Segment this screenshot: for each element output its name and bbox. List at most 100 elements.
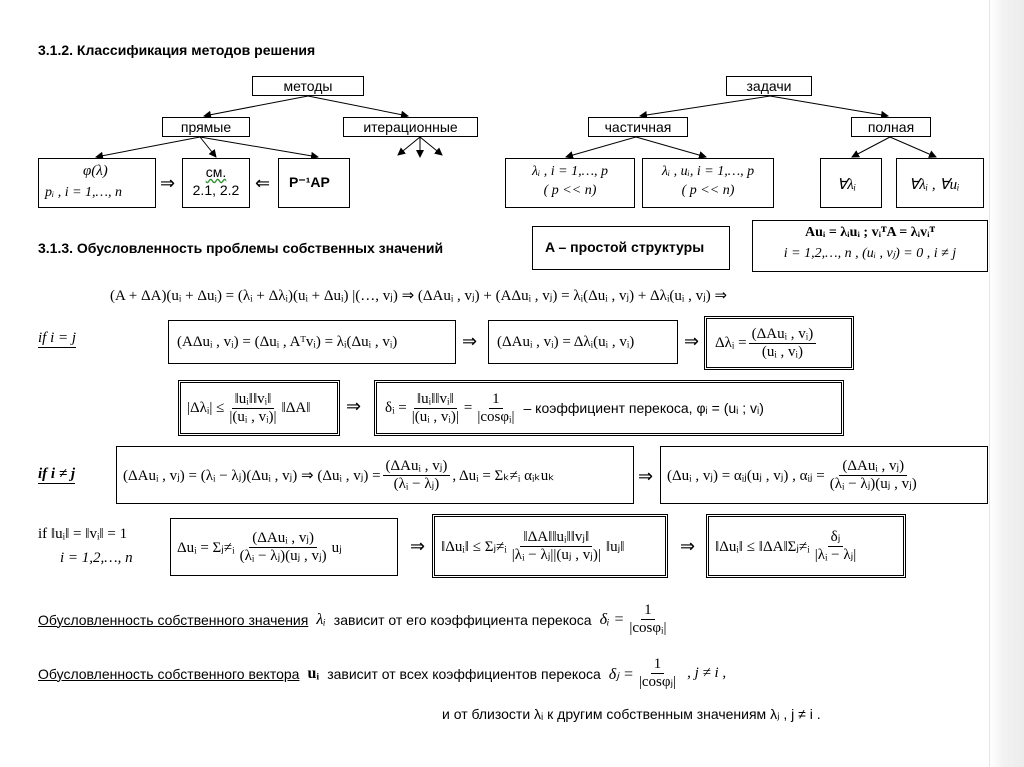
conclusion-eigenvalue-symbol: λᵢ: [316, 610, 326, 628]
leaf-char-poly: φ(λ) pᵢ , i = 1,…, n: [38, 158, 156, 208]
formula-r3-a: (ΔAuᵢ , vⱼ) = (λᵢ − λⱼ)(Δuᵢ , vⱼ) ⇒ (Δuᵢ…: [116, 446, 634, 504]
r3-b-fraction: (ΔAuᵢ , vⱼ)(λᵢ − λⱼ)(uⱼ , vⱼ): [827, 458, 920, 493]
conclusion-proximity: и от близости λᵢ к другим собственным зн…: [442, 706, 821, 722]
r3-a-lhs: (ΔAuᵢ , vⱼ) = (λᵢ − λⱼ)(Δuᵢ , vⱼ) ⇒ (Δuᵢ…: [123, 467, 381, 484]
arrow-r1-1: ⇒: [462, 331, 478, 351]
leaf-partial-values: λᵢ , i = 1,…, p ( p << n): [505, 158, 635, 208]
formula-r1-a: (AΔuᵢ , vᵢ) = (Δuᵢ , Aᵀvᵢ) = λᵢ(Δuᵢ , vᵢ…: [168, 320, 456, 364]
formula-r4-c: ‖Δuᵢ‖ ≤ ‖ΔA‖Σⱼ≠ᵢ δⱼ|λᵢ − λⱼ|: [706, 514, 906, 578]
r4-c-fraction: δⱼ|λᵢ − λⱼ|: [812, 529, 860, 564]
r4-c-den: |λᵢ − λⱼ|: [814, 546, 857, 563]
see-refs: 2.1, 2.2: [192, 182, 240, 198]
leaf-similarity: P⁻¹AP: [278, 158, 350, 208]
leaf-partial-values-cond: ( p << n): [543, 183, 597, 198]
perturbed-equation: (A + ΔA)(uᵢ + Δuᵢ) = (λᵢ + Δλᵢ)(uᵢ + Δuᵢ…: [110, 288, 728, 304]
simple-structure-box: A – простой структуры: [532, 226, 730, 270]
conclusion-eigenvector-lhs: δⱼ =: [608, 665, 634, 683]
conclusion-eigenvalue-title: Обусловленность собственного значения: [38, 611, 309, 628]
p-i-range: pᵢ , i = 1,…, n: [45, 185, 122, 200]
node-full: полная: [851, 117, 931, 137]
leaf-partial-pairs-cond: ( p << n): [681, 183, 735, 198]
r4-b-lhs: ‖Δuᵢ‖ ≤ Σⱼ≠ᵢ: [441, 538, 507, 555]
conclusion-eigenvalue-fraction: 1|cosφᵢ|: [626, 602, 669, 637]
right-edge-shadow: [989, 0, 1024, 767]
section-title-conditioning: 3.1.3. Обусловленность проблемы собствен…: [38, 240, 444, 256]
node-partial: частичная: [588, 117, 688, 137]
r4-b-num: ‖ΔA‖‖uᵢ‖‖vⱼ‖: [520, 529, 593, 547]
formula-r1-b-text: (ΔAuᵢ , vᵢ) = Δλᵢ(uᵢ , vᵢ): [497, 333, 635, 350]
r4-c-lhs: ‖Δuᵢ‖ ≤ ‖ΔA‖Σⱼ≠ᵢ: [715, 538, 810, 555]
arrow-r1-2: ⇒: [684, 331, 700, 351]
leaf-see: см. 2.1, 2.2: [182, 158, 250, 208]
implied-by-arrow: ⇐: [255, 173, 271, 193]
r4-a-fraction: (ΔAuᵢ , vⱼ)(λᵢ − λⱼ)(uⱼ , vⱼ): [237, 530, 330, 565]
skew-num-1: ‖uᵢ‖‖vᵢ‖: [413, 391, 457, 409]
skew-num-2: 1: [489, 391, 503, 409]
formula-r4-a: Δuᵢ = Σⱼ≠ᵢ (ΔAuᵢ , vⱼ)(λᵢ − λⱼ)(uⱼ , vⱼ)…: [170, 518, 398, 576]
r4-a-lhs: Δuᵢ = Σⱼ≠ᵢ: [177, 539, 235, 556]
conclusion-eigenvector-num: 1: [650, 656, 665, 674]
bound-num: ‖uᵢ‖‖vᵢ‖: [231, 391, 275, 409]
r4-a-num: (ΔAuᵢ , vⱼ): [249, 530, 318, 548]
section-title-classification: 3.1.2. Классификация методов решения: [38, 42, 316, 58]
bound-lhs: |Δλᵢ| ≤: [187, 399, 225, 416]
formula-r1-c: Δλᵢ = (ΔAuᵢ , vᵢ)(uᵢ , vᵢ): [704, 316, 854, 370]
skew-fraction-1: ‖uᵢ‖‖vᵢ‖|(uᵢ , vᵢ)|: [409, 391, 462, 426]
r4-b-rhs: ‖uⱼ‖: [605, 538, 625, 555]
r4-a-den: (λᵢ − λⱼ)(uⱼ , vⱼ): [239, 547, 327, 564]
r4-b-den: |λᵢ − λⱼ||(uⱼ , vⱼ)|: [511, 546, 601, 563]
r3-b-den: (λᵢ − λⱼ)(uⱼ , vⱼ): [829, 475, 917, 492]
skew-description: – коэффициент перекоса, φᵢ = (uᵢ ; vᵢ): [523, 400, 764, 416]
conclusion-eigenvalue-num: 1: [641, 602, 655, 620]
case-i-ne-j: if i ≠ j: [38, 466, 75, 484]
leaf-partial-pairs-range: λᵢ , uᵢ, i = 1,…, p: [661, 164, 755, 179]
conclusion-eigenvalue-text: зависит от его коэффициента перекоса: [333, 611, 592, 628]
arrow-r2: ⇒: [346, 396, 362, 416]
node-tasks: задачи: [726, 76, 812, 96]
leaf-full-values: ∀λᵢ: [820, 158, 882, 208]
conclusion-eigenvector-symbol: uᵢ: [307, 664, 320, 682]
all-lambda: ∀λᵢ: [837, 177, 857, 193]
delta-lambda-fraction: (ΔAuᵢ , vᵢ)(uᵢ , vᵢ): [748, 326, 817, 361]
r3-a-den: (λᵢ − λⱼ): [393, 475, 440, 492]
norm-condition: if ‖uᵢ‖ = ‖vᵢ‖ = 1: [38, 526, 128, 542]
conclusion-eigenvalue-den: |cosφᵢ|: [629, 620, 667, 636]
biorthogonality: i = 1,2,…, n , (uᵢ , vⱼ) = 0 , i ≠ j: [783, 246, 957, 261]
conclusion-eigenvalue-lhs: δᵢ =: [599, 610, 625, 628]
conclusion-eigenvector-tail: , j ≠ i ,: [687, 665, 727, 681]
eigen-relations-box: Auᵢ = λᵢuᵢ ; vᵢᵀA = λᵢvᵢᵀ i = 1,2,…, n ,…: [752, 220, 988, 272]
formula-r1-b: (ΔAuᵢ , vᵢ) = Δλᵢ(uᵢ , vᵢ): [488, 320, 678, 364]
r4-a-rhs: uⱼ: [331, 539, 342, 556]
r3-a-fraction: (ΔAuᵢ , vⱼ)(λᵢ − λⱼ): [382, 458, 451, 493]
pap-formula: P⁻¹AP: [289, 174, 330, 190]
conclusion-eigenvector-title: Обусловленность собственного вектора: [38, 665, 300, 682]
r3-b-num: (ΔAuᵢ , vⱼ): [839, 458, 908, 476]
conclusion-eigenvalue: Обусловленность собственного значения λᵢ…: [38, 602, 671, 637]
skew-eq: =: [463, 399, 473, 416]
node-direct: прямые: [162, 117, 250, 137]
arrow-r4-1: ⇒: [410, 536, 426, 556]
formula-r3-b: (Δuᵢ , vⱼ) = αᵢⱼ(uⱼ , vⱼ) , αᵢⱼ = (ΔAuᵢ …: [660, 446, 988, 504]
arrow-r3: ⇒: [638, 466, 654, 486]
simple-structure-label: A – простой структуры: [545, 239, 705, 255]
bound-fraction: ‖uᵢ‖‖vᵢ‖|(uᵢ , vᵢ)|: [226, 391, 279, 426]
see-label: см.: [205, 164, 227, 180]
norm-index-range: i = 1,2,…, n: [60, 550, 133, 566]
delta-lambda-num: (ΔAuᵢ , vᵢ): [748, 326, 817, 344]
phi-lambda: φ(λ): [83, 163, 108, 179]
r4-c-num: δⱼ: [827, 529, 844, 547]
skew-lhs: δᵢ =: [385, 399, 407, 416]
formula-r2-b: δᵢ = ‖uᵢ‖‖vᵢ‖|(uᵢ , vᵢ)| = 1|cosφᵢ| – ко…: [374, 380, 844, 436]
eigen-eq: Auᵢ = λᵢuᵢ ; vᵢᵀA = λᵢvᵢᵀ: [804, 225, 936, 240]
leaf-partial-pairs: λᵢ , uᵢ, i = 1,…, p ( p << n): [642, 158, 774, 208]
implies-arrow: ⇒: [160, 173, 176, 193]
skew-den-1: |(uᵢ , vᵢ)|: [411, 408, 459, 425]
r3-a-rhs: , Δuᵢ = Σₖ≠ᵢ αᵢₖuₖ: [452, 467, 555, 484]
bound-den: |(uᵢ , vᵢ)|: [229, 408, 277, 425]
conclusion-eigenvector-text: зависит от всех коэффициентов перекоса: [327, 665, 601, 682]
node-iterative: итерационные: [343, 117, 478, 137]
delta-lambda-den: (uᵢ , vᵢ): [761, 343, 803, 360]
r3-a-num: (ΔAuᵢ , vⱼ): [382, 458, 451, 476]
conclusion-eigenvector-den: |cosφⱼ|: [638, 674, 677, 690]
